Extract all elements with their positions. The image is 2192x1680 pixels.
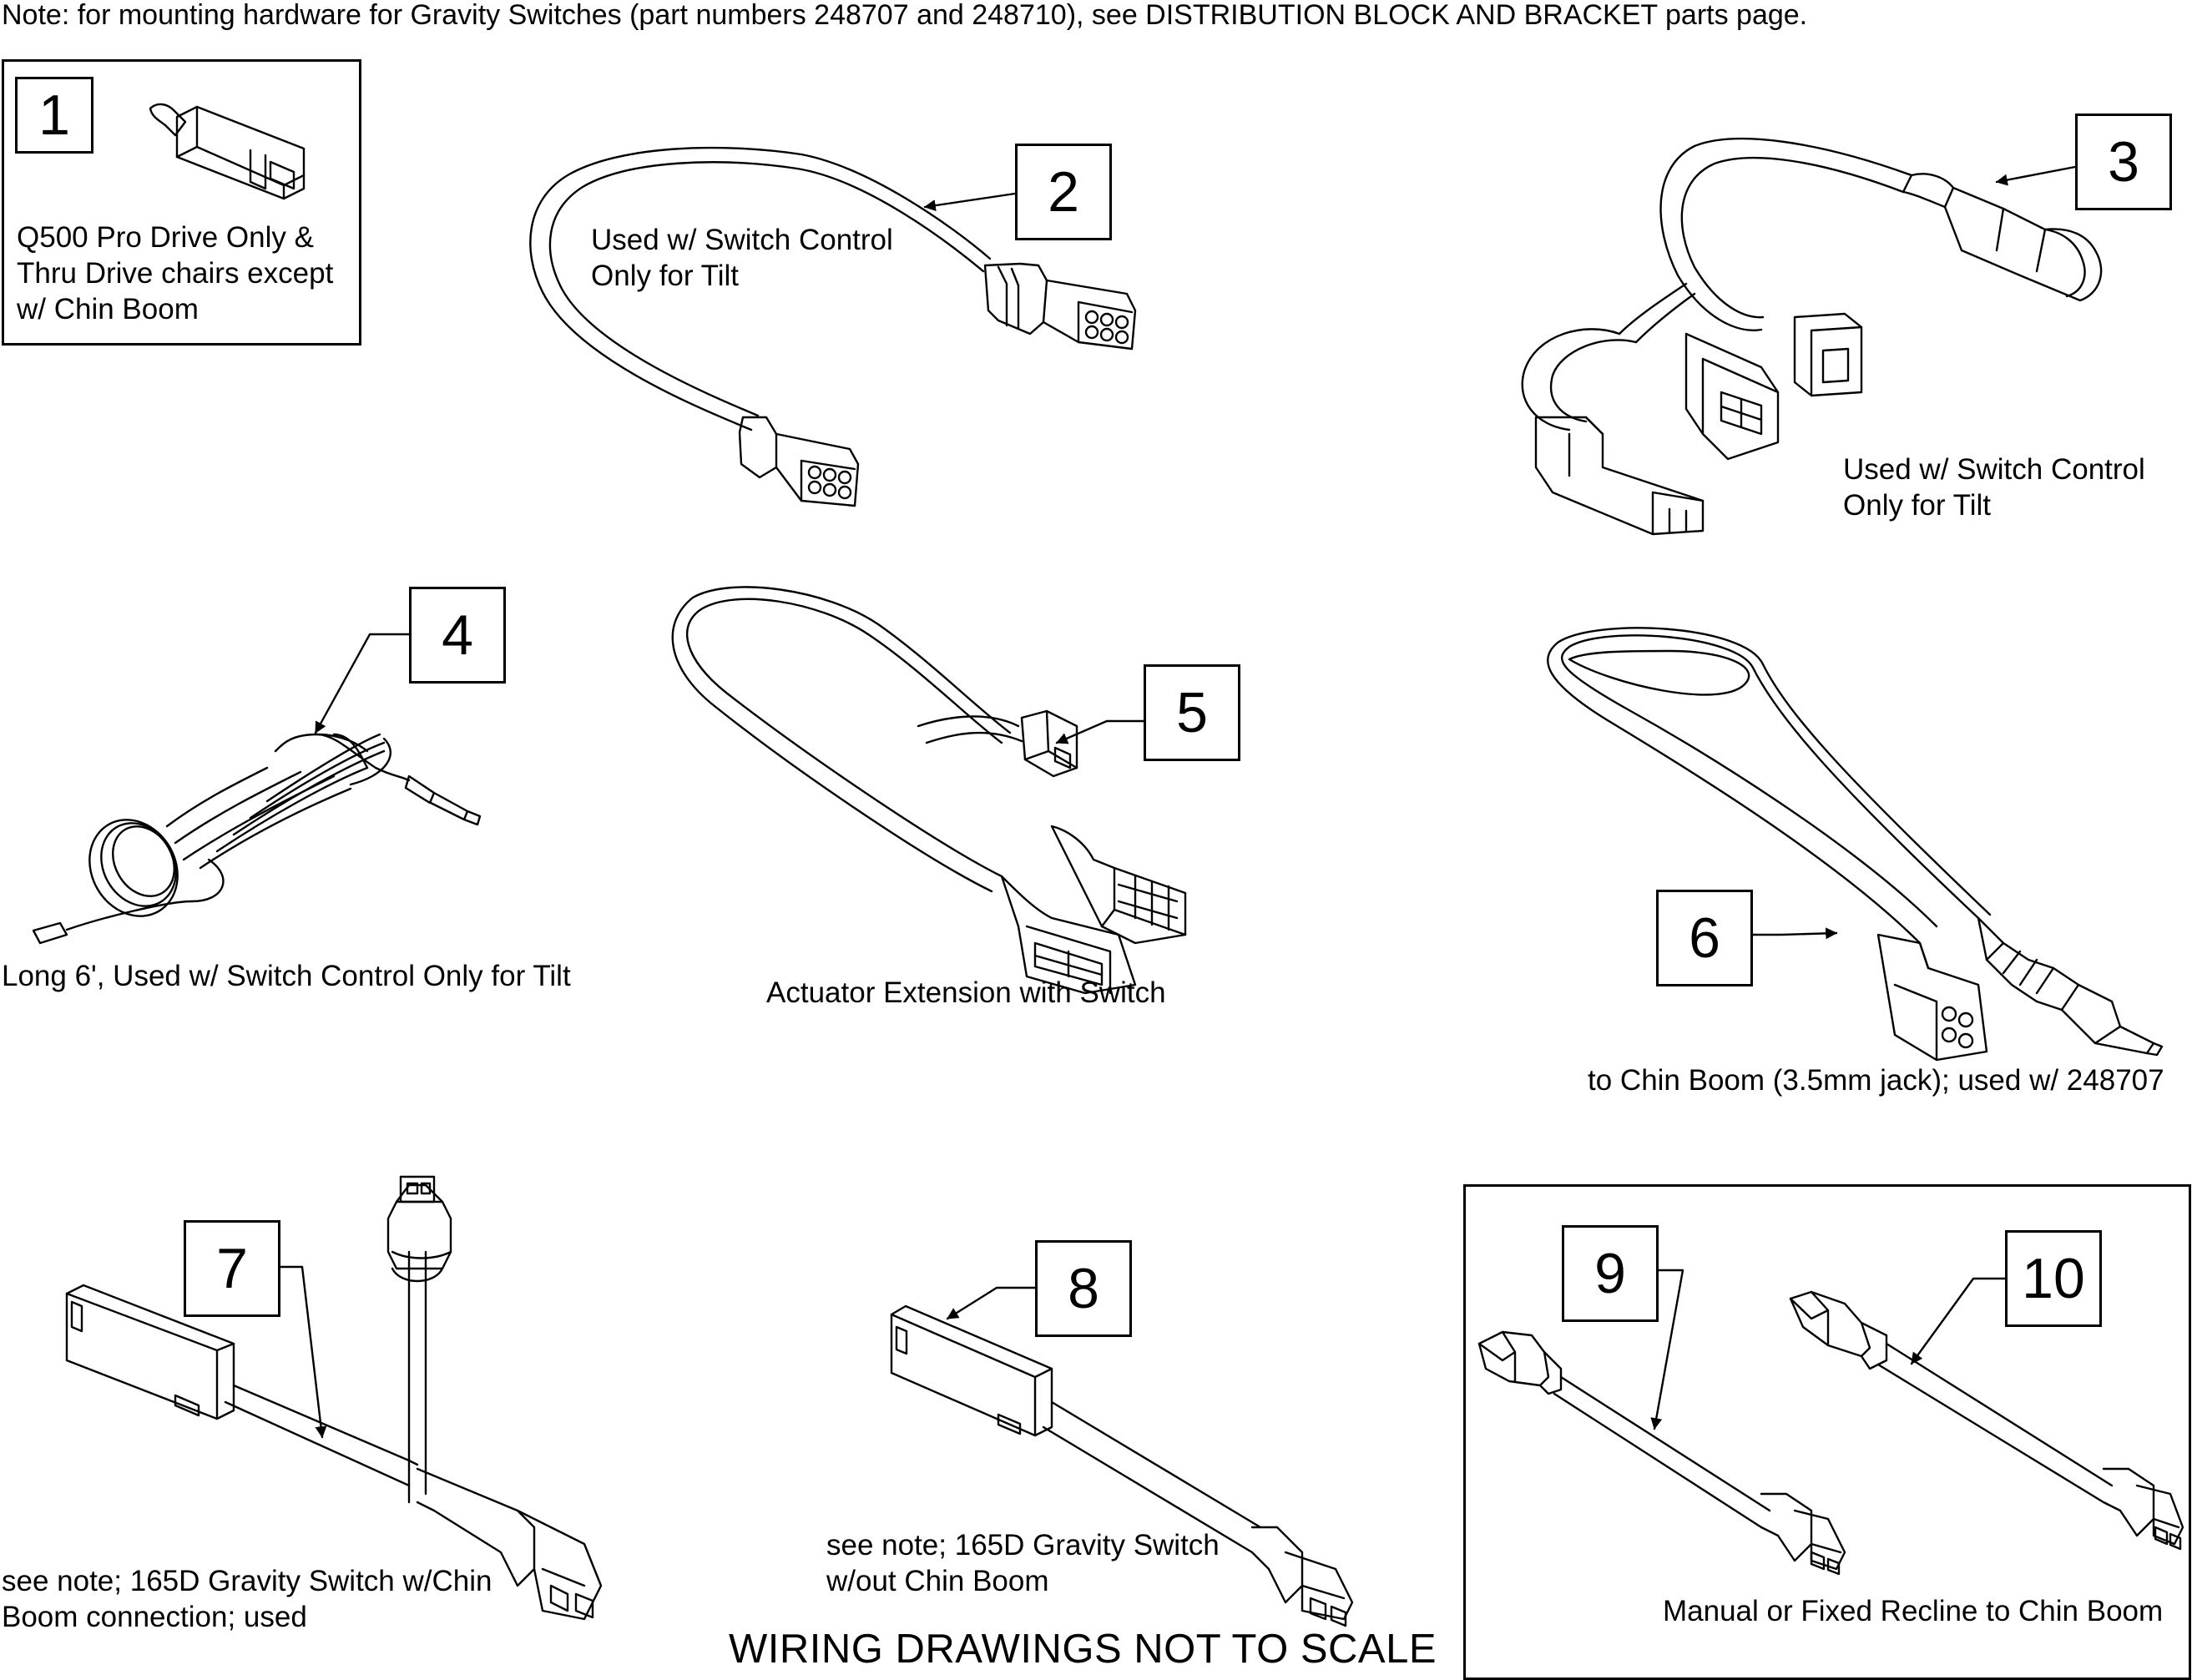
item-10-cable-drawing	[1790, 1292, 2183, 1549]
leader-lines	[277, 167, 2075, 1437]
item-6-description: to Chin Boom (3.5mm jack); used w/ 24870…	[1588, 1064, 2164, 1097]
item-number-3: 3	[2075, 114, 2172, 210]
item-5-description: Actuator Extension with Switch	[766, 976, 1166, 1009]
item-5-actuator-extension-drawing	[673, 587, 1185, 993]
item-7-description: see note; 165D Gravity Switch w/Chin Boo…	[2, 1565, 492, 1633]
item-10-description: Manual or Fixed Recline to Chin Boom	[1663, 1595, 2164, 1627]
item-6-chin-boom-cable-drawing	[1548, 628, 2162, 1060]
item-7-gravity-switch-drawing	[67, 1177, 601, 1619]
item-number-8: 8	[1035, 1240, 1132, 1337]
item-2-description: Used w/ Switch Control Only for Tilt	[591, 224, 893, 292]
item-8-description: see note; 165D Gravity Switch w/out Chin…	[826, 1529, 1220, 1597]
item-number-9: 9	[1562, 1225, 1659, 1322]
item-1-frame	[2, 59, 361, 346]
item-3-description: Used w/ Switch Control Only for Tilt	[1843, 453, 2145, 522]
item-8-gravity-switch-drawing	[891, 1306, 1352, 1626]
item-3-harness-drawing	[1523, 139, 2101, 534]
item-4-coil-cable-drawing	[33, 734, 480, 943]
item-number-1: 1	[15, 77, 93, 154]
item-9-cable-drawing	[1479, 1332, 1845, 1574]
items-9-10-frame	[1463, 1184, 2191, 1680]
not-to-scale-footer: WIRING DRAWINGS NOT TO SCALE	[729, 1627, 1437, 1672]
item-number-7: 7	[184, 1220, 280, 1317]
item-2-cable-drawing	[530, 148, 1135, 506]
item-1-connector-drawing	[150, 104, 304, 199]
item-number-5: 5	[1144, 664, 1240, 761]
item-1-description: Q500 Pro Drive Only & Thru Drive chairs …	[17, 221, 334, 325]
item-number-6: 6	[1656, 890, 1753, 986]
item-number-2: 2	[1015, 144, 1112, 240]
item-number-4: 4	[409, 587, 506, 684]
item-number-10: 10	[2005, 1230, 2102, 1327]
mounting-hardware-note: Note: for mounting hardware for Gravity …	[2, 0, 1808, 31]
item-4-description: Long 6', Used w/ Switch Control Only for…	[2, 960, 571, 992]
